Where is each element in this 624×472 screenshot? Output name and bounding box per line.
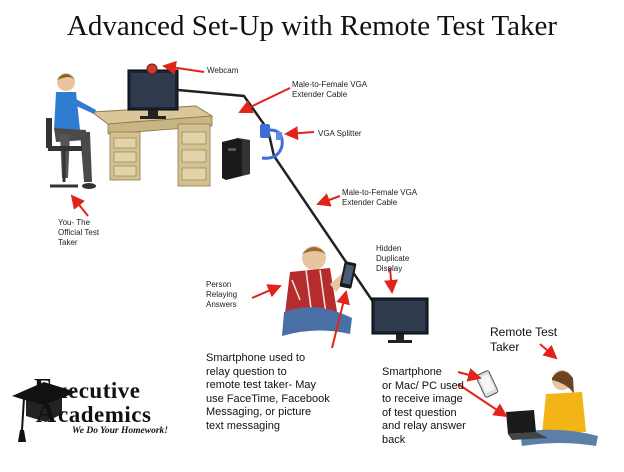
label-line: remote test taker- May [206,379,317,391]
label-line: use FaceTime, Facebook [206,392,330,405]
label-line: Messaging, or picture [206,406,312,418]
label-line: relay question to [206,365,287,378]
label-line: Extender Cable [292,90,348,99]
label-line: text messaging [206,419,280,432]
label-smartphone-receive: Smartphone or Mac/ PC used to receive im… [382,366,466,447]
logo-word-2: cademics [58,402,152,427]
executive-academics-logo: E xecutive A cademics We Do Your Homewor… [10,360,185,460]
label-vga-cable-2: Male-to-Female VGA Extender Cable [342,188,417,208]
label-vga-cable-1: Male-to-Female VGA Extender Cable [292,80,367,100]
label-line: Duplicate [376,254,410,263]
label-line: Extender Cable [342,198,398,207]
official-taker-person [46,73,96,189]
desk-monitor [127,69,179,119]
label-line: Official Test [58,228,100,237]
pc-tower [222,138,250,180]
label-line: to receive image [382,393,463,405]
desk-illustration [90,105,214,187]
logo-initial-e: E [34,374,54,405]
label-line: and relay answer [382,420,466,432]
label-smartphone-relay: Smartphone used to relay question to rem… [206,352,330,433]
label-line: or Mac/ PC used [382,379,464,392]
label-line: Relaying [206,290,238,299]
label-line: Hidden [376,244,402,253]
label-remote-taker: Remote Test Taker [490,325,557,355]
label-webcam: Webcam [207,66,239,75]
hidden-display [371,297,429,343]
webcam-icon [146,63,158,75]
relaying-person [282,246,352,336]
page-title: Advanced Set-Up with Remote Test Taker [66,10,558,42]
logo-initial-a: A [36,398,57,429]
label-line: Smartphone [382,366,442,378]
label-hidden-display: Hidden Duplicate Display [376,244,409,274]
logo-tagline: We Do Your Homework! [72,426,168,436]
label-line: back [382,433,406,446]
label-line: Taker [490,340,520,354]
label-line: Male-to-Female VGA [292,80,368,89]
relay-smartphone [339,261,357,289]
graduation-cap-icon [12,382,76,442]
label-vga-splitter: VGA Splitter [318,129,362,138]
label-line: of test question [382,406,457,419]
label-line: Answers [206,300,237,309]
label-line: Remote Test [490,325,558,339]
label-line: Person [206,280,232,289]
label-person-relaying: Person Relaying Answers [206,280,237,310]
label-line: Smartphone used to [206,352,306,364]
label-official-taker: You- The Official Test Taker [58,218,99,248]
vga-splitter-icon [260,124,284,160]
logo-word-1: xecutive [56,378,141,403]
label-line: Display [376,264,403,273]
label-line: Taker [58,238,78,247]
label-line: Male-to-Female VGA [342,188,418,197]
remote-taker-person [506,370,598,446]
label-line: You- The [58,218,91,227]
remote-smartphone [475,370,499,398]
annotation-arrows [70,60,558,418]
